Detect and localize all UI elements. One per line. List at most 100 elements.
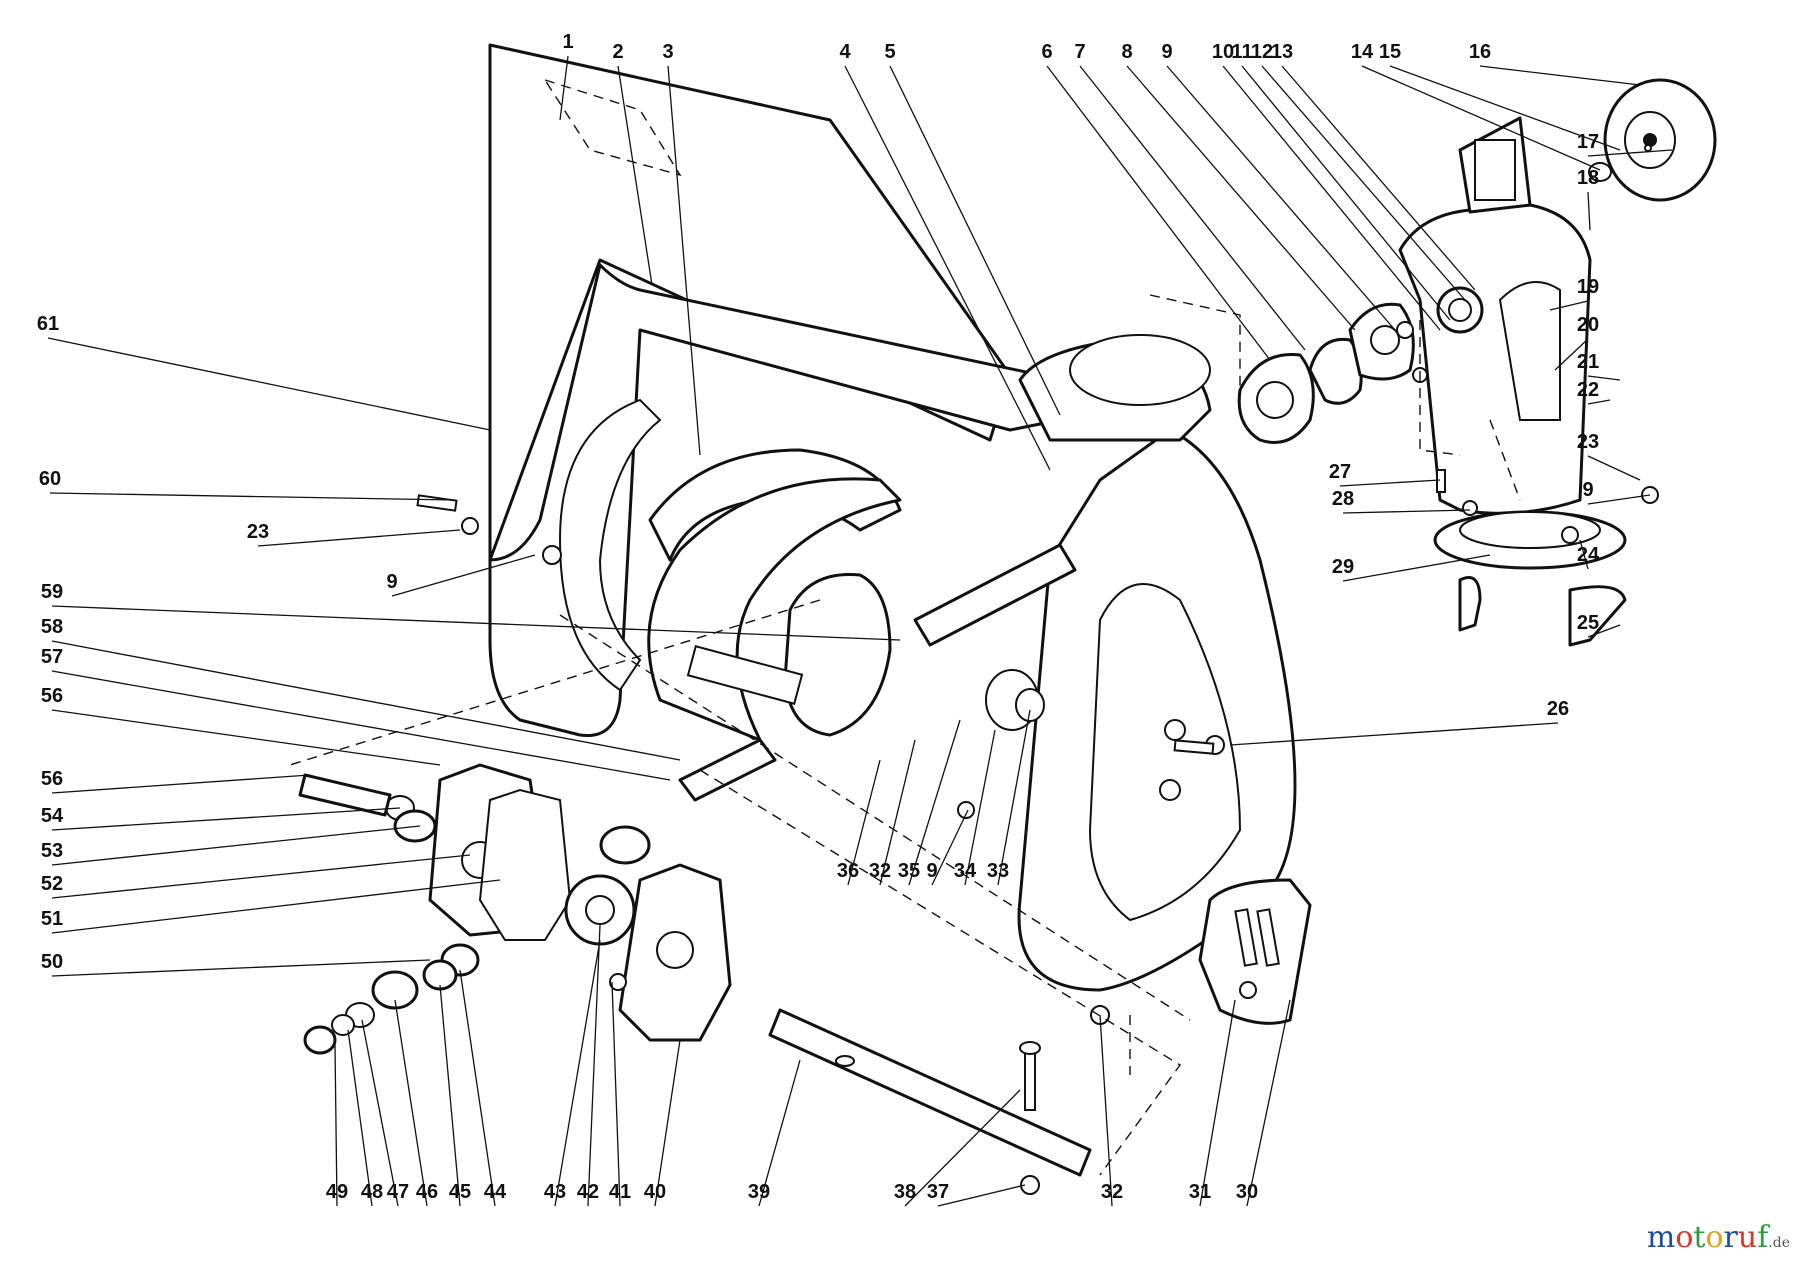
- part-callout: 35: [898, 860, 920, 882]
- leader-line: [459, 969, 496, 1207]
- leader-line: [997, 709, 1031, 886]
- leader-line: [1166, 65, 1396, 331]
- leader-line: [587, 924, 601, 1207]
- leader-line: [1342, 554, 1491, 582]
- part-callout: 24: [1577, 544, 1600, 566]
- watermark-letter: m: [1646, 1220, 1676, 1255]
- leader-line: [51, 774, 311, 794]
- part-callout: 59: [41, 581, 63, 603]
- part-callout: 12: [1251, 41, 1273, 63]
- leader-line: [1587, 455, 1641, 481]
- leader-line: [758, 1059, 801, 1207]
- part-callout: 57: [41, 646, 63, 668]
- leader-line: [908, 719, 961, 886]
- part-callout: 8: [1121, 41, 1132, 63]
- leader-line: [654, 1039, 681, 1207]
- leader-line: [964, 729, 996, 886]
- part-callout: 56: [41, 685, 63, 707]
- leader-line: [1281, 65, 1476, 291]
- leader-line: [1587, 149, 1673, 157]
- leader-line: [49, 492, 456, 501]
- part-callout: 9: [926, 860, 937, 882]
- part-callout: 6: [1041, 41, 1052, 63]
- part-callout: 2: [612, 41, 623, 63]
- leader-line: [1126, 65, 1356, 331]
- leader-line: [667, 65, 701, 456]
- part-callout: 44: [484, 1181, 507, 1203]
- part-callout: 5: [884, 41, 895, 63]
- leader-line: [51, 854, 471, 899]
- watermark-letter: f: [1757, 1220, 1769, 1255]
- part-callout: 34: [954, 860, 977, 882]
- part-callout: 9: [386, 571, 397, 593]
- leader-line: [937, 1184, 1026, 1207]
- part-callout: 14: [1351, 41, 1374, 63]
- leader-line: [1579, 539, 1589, 570]
- leader-line: [1229, 722, 1559, 746]
- watermark-letter: r: [1723, 1220, 1738, 1255]
- part-callout: 9: [1161, 41, 1172, 63]
- part-callout: 42: [577, 1181, 599, 1203]
- part-callout: 36: [837, 860, 859, 882]
- part-callout: 32: [869, 860, 891, 882]
- part-callout: 56: [41, 768, 63, 790]
- part-callout: 3: [662, 41, 673, 63]
- leader-line: [847, 759, 881, 886]
- part-callout: 46: [416, 1181, 438, 1203]
- leader-line: [1246, 999, 1291, 1207]
- part-callout: 22: [1577, 379, 1599, 401]
- part-callout: 53: [41, 840, 63, 862]
- part-callout: 41: [609, 1181, 631, 1203]
- leader-line: [844, 65, 1051, 471]
- part-callout: 47: [387, 1181, 409, 1203]
- part-callout: 40: [644, 1181, 666, 1203]
- part-callout: 25: [1577, 612, 1599, 634]
- leader-line: [51, 709, 441, 766]
- leader-line: [1222, 65, 1441, 331]
- part-callout: 7: [1074, 41, 1085, 63]
- part-callout: 49: [326, 1181, 348, 1203]
- leader-line: [1587, 399, 1611, 405]
- part-callout: 17: [1577, 131, 1599, 153]
- leader-line: [439, 984, 461, 1207]
- part-callout: 30: [1236, 1181, 1258, 1203]
- leader-line: [1261, 65, 1466, 301]
- leader-line: [257, 529, 461, 547]
- part-callout: 31: [1189, 1181, 1211, 1203]
- part-callout: 33: [987, 860, 1009, 882]
- part-callout: 10: [1212, 41, 1234, 63]
- part-callout: 26: [1547, 698, 1569, 720]
- part-callout: 18: [1577, 167, 1599, 189]
- part-callout: 9: [1582, 479, 1593, 501]
- part-callout: 19: [1577, 276, 1599, 298]
- leader-line: [1361, 65, 1601, 171]
- watermark-suffix: .de: [1768, 1235, 1790, 1251]
- part-callout: 11: [1231, 41, 1252, 63]
- leader-line: [1587, 494, 1651, 505]
- part-callout: 37: [927, 1181, 949, 1203]
- leader-line: [1549, 300, 1589, 311]
- leader-line: [889, 65, 1061, 416]
- leader-line: [361, 1019, 399, 1207]
- leader-line: [1046, 65, 1271, 361]
- part-callout: 61: [37, 313, 59, 335]
- leader-line: [334, 1044, 338, 1207]
- part-callout: 48: [361, 1181, 383, 1203]
- leader-line: [347, 1029, 373, 1207]
- leader-line: [51, 879, 501, 934]
- part-callout: 45: [449, 1181, 471, 1203]
- watermark-letter: t: [1693, 1220, 1706, 1255]
- leader-line: [391, 554, 536, 597]
- leader-line: [1339, 479, 1441, 487]
- leader-line: [51, 807, 401, 831]
- leader-line: [611, 981, 621, 1207]
- watermark: motoruf.de: [1647, 1220, 1790, 1255]
- part-callout: 20: [1577, 314, 1599, 336]
- part-callout: 4: [839, 41, 851, 63]
- watermark-letter: u: [1737, 1220, 1758, 1255]
- part-callout: 27: [1329, 461, 1351, 483]
- leader-line: [1587, 624, 1621, 638]
- leader-line: [931, 809, 969, 886]
